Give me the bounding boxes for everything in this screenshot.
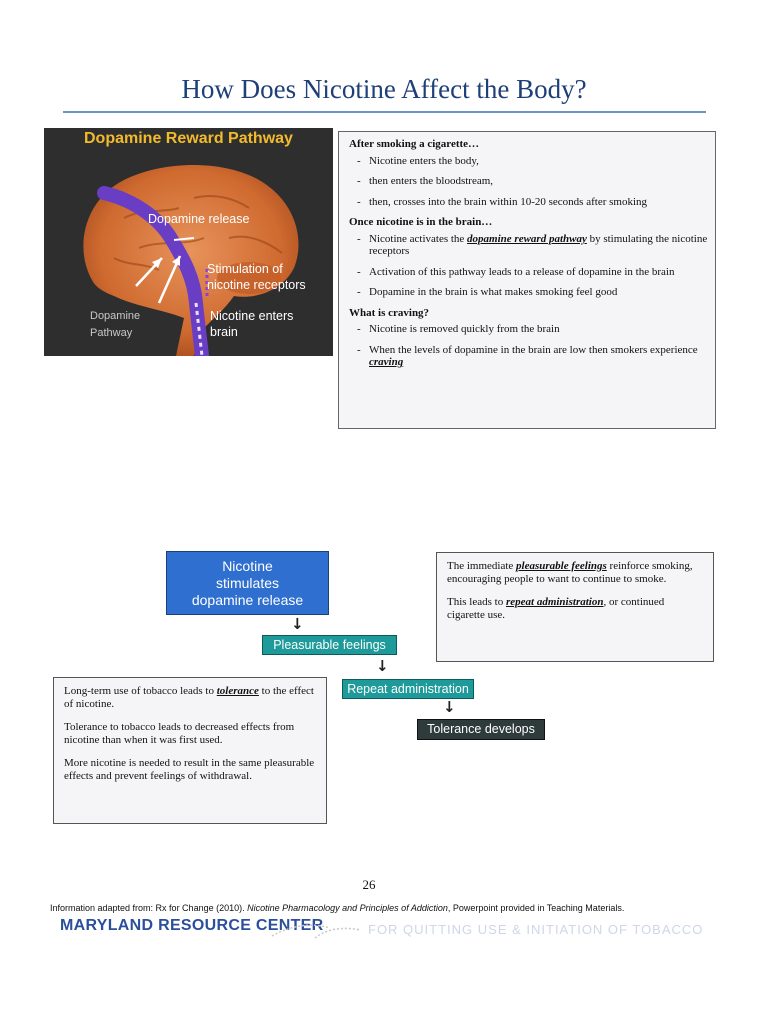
flow-box-line: stimulates: [215, 574, 279, 591]
label-stimulation-line2: nicotine receptors: [207, 278, 306, 292]
note-paragraph: This leads to repeat administration, or …: [447, 596, 665, 621]
page-title: How Does Nicotine Affect the Body?: [181, 74, 587, 104]
logo-swoosh-icon: [271, 924, 361, 939]
label-pathway-line2: Pathway: [90, 327, 133, 339]
section-heading: After smoking a cigarette…: [349, 138, 480, 150]
page-number: 26: [362, 877, 376, 892]
list-item: Dopamine in the brain is what makes smok…: [357, 286, 715, 299]
section-list: Nicotine is removed quickly from the bra…: [339, 323, 715, 369]
label-pathway-line1: Dopamine: [90, 310, 141, 322]
flow-box-repeat: Repeat administration: [342, 679, 474, 699]
info-box: After smoking a cigarette… Nicotine ente…: [338, 131, 716, 429]
note-paragraph: Tolerance to tobacco leads to decreased …: [64, 721, 295, 746]
flow-box-nicotine: Nicotine stimulates dopamine release: [166, 551, 329, 615]
section-heading: What is craving?: [349, 306, 430, 319]
emphasis-term: dopamine reward pathway: [467, 232, 587, 245]
emphasis-term: repeat administration: [505, 596, 604, 608]
emphasis-term: tolerance: [216, 685, 259, 697]
list-item: Activation of this pathway leads to a re…: [357, 266, 715, 279]
label-dopamine-release: Dopamine release: [148, 212, 250, 226]
arrow-down-icon: ↓: [376, 657, 389, 675]
section-list: Nicotine activates the dopamine reward p…: [339, 233, 715, 299]
flow-box-line: Nicotine: [222, 557, 273, 574]
label-stimulation-line1: Stimulation of: [207, 262, 283, 276]
emphasis-term: craving: [369, 356, 404, 368]
section-list: Nicotine enters the body, then enters th…: [339, 155, 715, 209]
title-divider: [63, 111, 706, 113]
note-box-tolerance: Long-term use of tobacco leads to tolera…: [53, 677, 327, 824]
flow-box-line: dopamine release: [191, 591, 304, 608]
list-item: Nicotine activates the dopamine reward p…: [357, 233, 715, 258]
list-item: then, crosses into the brain within 10-2…: [357, 196, 715, 209]
label-enters-line1: Nicotine enters: [210, 309, 294, 323]
note-box-reinforcement: The immediate pleasurable feelings reinf…: [436, 552, 714, 662]
list-item: When the levels of dopamine in the brain…: [357, 344, 715, 369]
arrow-down-icon: ↓: [291, 615, 304, 633]
organization-name: MARYLAND RESOURCE CENTER: [60, 917, 324, 934]
flow-box-tolerance: Tolerance develops: [417, 719, 545, 740]
source-citation: Information adapted from: Rx for Change …: [50, 903, 625, 913]
note-paragraph: The immediate pleasurable feelings reinf…: [447, 560, 693, 585]
brain-illustration: [83, 165, 299, 356]
list-item: then enters the bloodstream,: [357, 175, 715, 188]
figure-heading: Dopamine Reward Pathway: [84, 130, 293, 147]
flow-box-pleasurable: Pleasurable feelings: [262, 635, 397, 655]
arrow-down-icon: ↓: [443, 698, 456, 716]
source-title: Nicotine Pharmacology and Principles of …: [247, 903, 448, 913]
note-paragraph: More nicotine is needed to result in the…: [64, 757, 315, 782]
label-enters-line2: brain: [210, 325, 238, 339]
section-heading: Once nicotine is in the brain…: [349, 216, 493, 228]
organization-tagline: FOR QUITTING USE & INITIATION OF TOBACCO: [368, 922, 704, 937]
emphasis-term: pleasurable feelings: [516, 560, 607, 572]
note-paragraph: Long-term use of tobacco leads to tolera…: [64, 685, 314, 710]
brain-figure: Dopamine Reward Pathway Dopamine release…: [44, 128, 333, 356]
list-item: Nicotine enters the body,: [357, 155, 715, 168]
list-item: Nicotine is removed quickly from the bra…: [357, 323, 715, 336]
